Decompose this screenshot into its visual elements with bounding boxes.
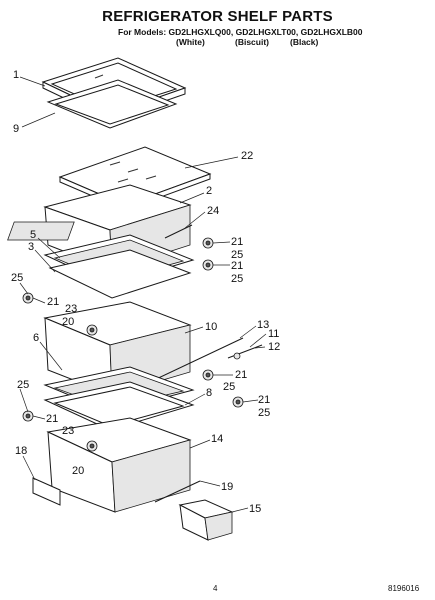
callout-19: 19 [221, 481, 234, 493]
callout-leaders [19, 76, 267, 513]
callout-25-d: 25 [223, 381, 236, 393]
part-15-small-bin [178, 499, 234, 541]
callout-10: 10 [205, 321, 218, 333]
model-list: For Models: GD2LHGXLQ00, GD2LHGXLT00, GD… [118, 27, 363, 37]
variant-biscuit: (Biscuit) [235, 37, 269, 47]
part-18-small-panel [32, 477, 61, 506]
callout-3: 3 [28, 241, 35, 253]
part-14-lower-drawer [46, 417, 192, 513]
part-8-glass [43, 381, 195, 431]
callout-25-f: 25 [258, 407, 271, 419]
part-13-11-12-rails [149, 337, 263, 383]
part-21-25-hardware-upper [22, 237, 214, 304]
part-9-shelf-frame [46, 79, 178, 129]
page-title: REFRIGERATOR SHELF PARTS [102, 8, 333, 25]
part-3-glass [48, 249, 192, 299]
callout-11: 11 [268, 328, 280, 340]
part-19-rail [154, 480, 201, 503]
callout-21-e: 21 [258, 394, 271, 406]
callout-23-b: 23 [62, 425, 75, 437]
callout-25-e: 25 [17, 379, 30, 391]
variant-white: (White) [176, 37, 205, 47]
callout-21-a: 21 [231, 236, 244, 248]
callout-21-c: 21 [47, 296, 60, 308]
callout-18: 18 [15, 445, 28, 457]
callout-25-c: 25 [11, 272, 24, 284]
callout-22: 22 [241, 150, 254, 162]
callout-21-f: 21 [46, 413, 59, 425]
variant-black: (Black) [290, 37, 319, 47]
callout-6: 6 [33, 332, 40, 344]
page-number: 4 [213, 584, 218, 593]
part-2-upper-drawer [7, 184, 192, 271]
callout-8: 8 [206, 387, 213, 399]
callout-2: 2 [206, 185, 213, 197]
callout-25-b: 25 [231, 273, 244, 285]
callout-5: 5 [30, 229, 37, 241]
callout-9: 9 [13, 123, 20, 135]
callout-24: 24 [207, 205, 220, 217]
callout-23-a: 23 [65, 303, 78, 315]
callout-20-a: 20 [62, 316, 75, 328]
callout-25-a: 25 [231, 249, 244, 261]
document-number: 8196016 [388, 584, 420, 593]
callout-1: 1 [13, 69, 20, 81]
callout-21-d: 21 [235, 369, 248, 381]
callout-14: 14 [211, 433, 224, 445]
part-24-rail [164, 224, 193, 239]
callout-15: 15 [249, 503, 262, 515]
callout-20-b: 20 [72, 465, 85, 477]
callout-13: 13 [257, 319, 270, 331]
callout-21-b: 21 [231, 260, 244, 272]
callout-12: 12 [268, 341, 281, 353]
